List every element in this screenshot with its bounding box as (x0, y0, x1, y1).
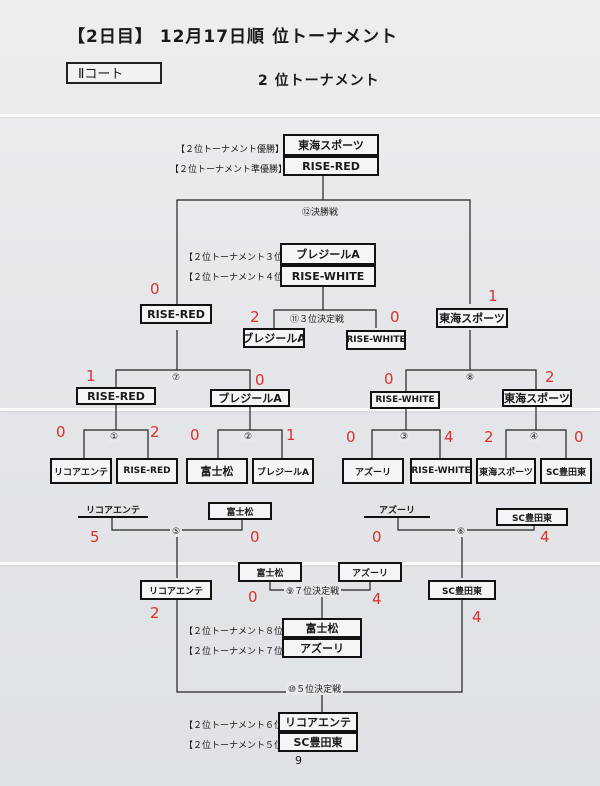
m9-team-a: 富士松 (238, 562, 302, 582)
match-12-label: ⑫決勝戦 (300, 205, 341, 218)
semi-b: ブレジールA (210, 389, 290, 407)
tournament-subtitle: 2 位トーナメント (258, 73, 380, 89)
court-label: Ⅱコート (66, 62, 162, 84)
loser-3: アズーリ (364, 502, 430, 518)
team-6: RISE-WHITE (410, 458, 472, 484)
runnerup-label: 【２位トーナメント準優勝】 (170, 165, 288, 175)
m10-team-b: SC豊田東 (428, 580, 496, 600)
score: 4 (372, 590, 382, 608)
champion-label: 【２位トーナメント優勝】 (176, 145, 285, 155)
score: 0 (255, 371, 265, 389)
score: 0 (150, 280, 160, 298)
sixth-label: 【２位トーナメント６位】 (184, 721, 293, 731)
semi-c: RISE-WHITE (370, 391, 440, 409)
score: 0 (248, 588, 258, 606)
match-9-label: ⑨７位決定戦 (284, 584, 342, 597)
loser-1: リコアエンテ (78, 502, 148, 518)
team-3: 富士松 (186, 458, 248, 484)
match-1-label: ① (108, 432, 121, 442)
semi-a: RISE-RED (76, 387, 156, 405)
loser-4: SC豊田東 (496, 508, 568, 526)
score: 0 (384, 370, 394, 388)
fifth-label: 【２位トーナメント５位】 (184, 741, 293, 751)
page-title: 【2日目】 12月17日順 位トーナメント (68, 27, 398, 47)
score: 4 (444, 428, 454, 446)
seventh-box: アズーリ (282, 638, 362, 658)
score: 0 (346, 428, 356, 446)
score: 0 (390, 308, 400, 326)
third-match-b: RISE-WHITE (346, 330, 406, 350)
match-7-label: ⑦ (170, 373, 183, 383)
match-8-label: ⑧ (464, 373, 477, 383)
score: 0 (56, 423, 66, 441)
match-5-label: ⑤ (170, 527, 183, 537)
champion-box: 東海スポーツ (283, 134, 379, 156)
paper-fold (0, 408, 600, 411)
fifth-box: SC豊田東 (278, 732, 358, 752)
team-1: リコアエンテ (50, 458, 112, 484)
m9-team-b: アズーリ (338, 562, 402, 582)
runnerup-box: RISE-RED (283, 156, 379, 176)
score: 0 (574, 428, 584, 446)
paper-fold (0, 114, 600, 117)
score: 4 (472, 608, 482, 626)
score: 0 (372, 528, 382, 546)
team-7: 東海スポーツ (476, 458, 536, 484)
score: 1 (286, 426, 296, 444)
score: 2 (150, 604, 160, 622)
loser-2: 富士松 (208, 502, 272, 520)
third-match-a: ブレジールA (243, 328, 305, 348)
score: 2 (150, 423, 160, 441)
team-2: RISE-RED (116, 458, 178, 484)
third-box: ブレジールA (280, 243, 376, 265)
team-8: SC豊田東 (540, 458, 592, 484)
seventh-label: 【２位トーナメント７位】 (184, 647, 293, 657)
score: 0 (250, 528, 260, 546)
fourth-label: 【２位トーナメント４位】 (184, 273, 293, 283)
finalist-b: 東海スポーツ (436, 308, 508, 328)
eighth-label: 【２位トーナメント８位】 (184, 627, 293, 637)
score: 1 (488, 287, 498, 305)
semi-d: 東海スポーツ (502, 389, 572, 407)
match-10-label: ⑩５位決定戦 (286, 682, 344, 695)
team-4: ブレジールA (252, 458, 314, 484)
fourth-box: RISE-WHITE (280, 265, 376, 287)
match-2-label: ② (242, 432, 255, 442)
finalist-a: RISE-RED (140, 304, 212, 324)
score: 5 (90, 528, 100, 546)
score: 4 (540, 528, 550, 546)
third-label: 【２位トーナメント３位】 (184, 253, 293, 263)
m10-team-a: リコアエンテ (140, 580, 212, 600)
team-5: アズーリ (342, 458, 404, 484)
match-3-label: ③ (398, 432, 411, 442)
match-6-label: ⑥ (455, 527, 468, 537)
eighth-box: 富士松 (282, 618, 362, 638)
score: 0 (190, 426, 200, 444)
match-4-label: ④ (528, 432, 541, 442)
match-11-label: ⑪３位決定戦 (288, 312, 347, 325)
score: 2 (250, 308, 260, 326)
page-number: 9 (295, 754, 302, 767)
sixth-box: リコアエンテ (278, 712, 358, 732)
score: 2 (545, 368, 555, 386)
score: 2 (484, 428, 494, 446)
score: 1 (86, 367, 96, 385)
